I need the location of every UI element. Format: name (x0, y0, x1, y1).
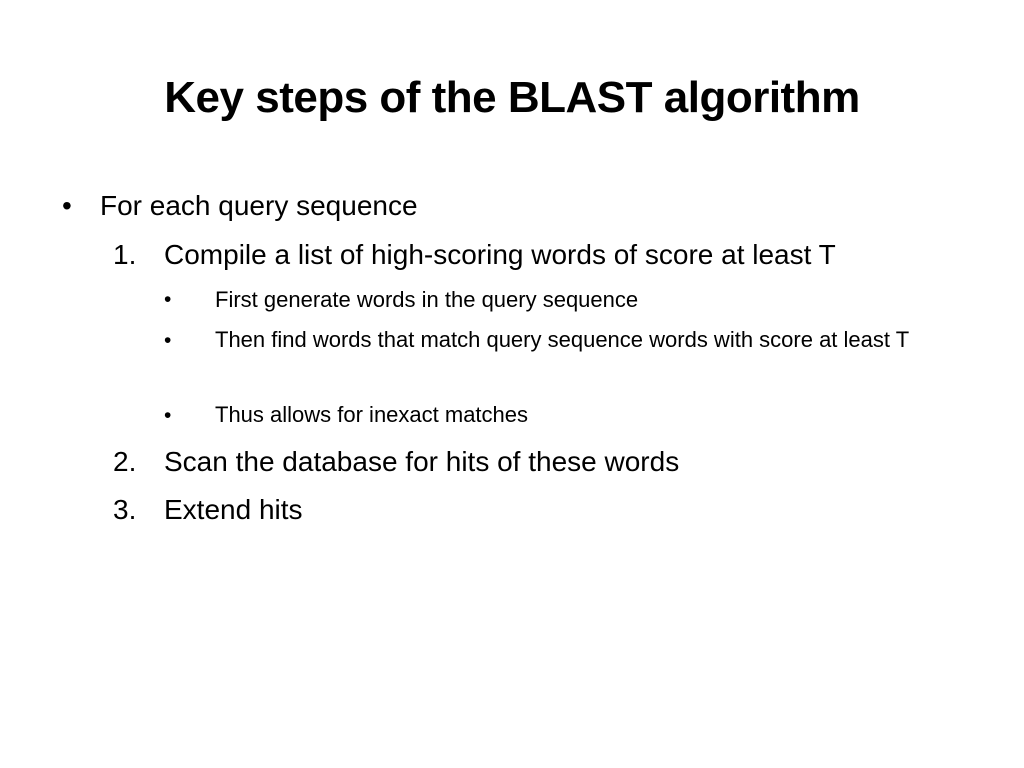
step-text-3: Extend hits (164, 494, 303, 525)
step-number-1: 1. (113, 239, 137, 270)
sub-item-text-3: Thus allows for inexact matches (215, 402, 529, 427)
bullet-text-for-each-query: For each query sequence (100, 190, 418, 221)
step-text-2: Scan the database for hits of these word… (164, 446, 680, 477)
sub-item-text-1: First generate words in the query sequen… (215, 287, 639, 312)
step-number-3: 3. (113, 494, 137, 525)
bullet-marker: • (62, 190, 72, 221)
step-text-1: Compile a list of high-scoring words of … (164, 239, 836, 270)
step-number-2: 2. (113, 446, 137, 477)
sub-item-text-2: Then find words that match query sequenc… (215, 327, 910, 352)
sub-bullet-marker-3: • (164, 404, 172, 427)
slide-title: Key steps of the BLAST algorithm (164, 73, 860, 122)
sub-bullet-marker-1: • (164, 288, 172, 311)
sub-bullet-marker-2: • (164, 329, 172, 352)
